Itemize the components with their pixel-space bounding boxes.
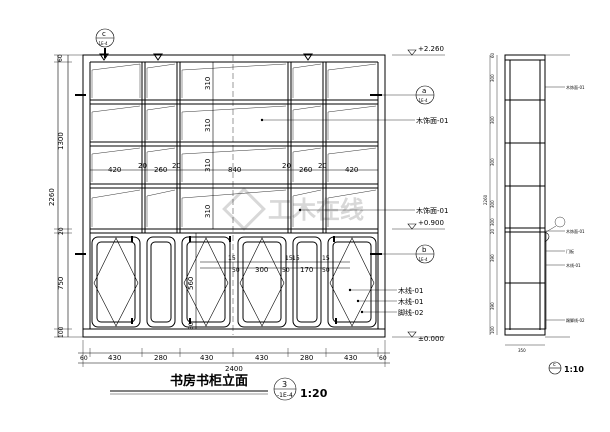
sec-label-2: 木饰面-01: [566, 228, 585, 234]
label-skirting: 脚线-02: [398, 308, 423, 317]
d-300: 300: [255, 266, 268, 274]
section-scale: 1:10: [564, 365, 584, 374]
w-430b: 430: [200, 354, 213, 362]
sec-label-4: 木线-01: [566, 262, 581, 268]
d-15b: 15: [285, 255, 293, 262]
markers-main: c -1E-4 a -1E-4 b -1E-4: [95, 28, 435, 264]
h-1300: 1300: [57, 132, 65, 150]
dim-text: 60 1300 20 750 100 2260 60 430 280 430 4…: [48, 54, 387, 373]
label-wood-1: 木饰面-01: [416, 116, 448, 125]
w-60a: 60: [80, 355, 88, 362]
d-50a: 50: [232, 267, 240, 274]
drawing-title: 书房书柜立面 3 -1E-4 1:20: [110, 373, 328, 401]
title-text: 书房书柜立面: [170, 373, 248, 389]
sec-h-300d: 300: [490, 200, 495, 208]
in-560: 560: [187, 277, 195, 290]
d-170: 170: [300, 266, 313, 274]
elevation-marks: +2.260 +0.900 ±0.000: [392, 45, 445, 343]
section-marker: c: [553, 362, 556, 368]
sec-h-300a: 300: [490, 74, 495, 82]
sec-h-390a: 390: [490, 254, 495, 262]
r-20c: 20: [282, 162, 291, 170]
leader-labels: 木饰面-01 木饰面-01 木线-01 木线-01 脚线-02: [260, 116, 448, 317]
sec-h-300b: 300: [490, 116, 495, 124]
d-50b: 50: [282, 267, 290, 274]
sec-h-20: 20: [490, 228, 495, 234]
w-430d: 430: [344, 354, 357, 362]
d-15d: 15: [322, 255, 330, 262]
marker-c: c: [102, 30, 106, 38]
w-430c: 430: [255, 354, 268, 362]
label-wood-2: 木饰面-01: [416, 206, 448, 215]
sec-h-60: 60: [490, 52, 495, 58]
r-420a: 420: [108, 166, 121, 174]
main-elevation: [75, 48, 386, 338]
sec-h-300c: 300: [490, 158, 495, 166]
sec-width: 350: [518, 348, 526, 353]
r-260a: 260: [154, 166, 167, 174]
marker-a: a: [422, 87, 426, 95]
w-280b: 280: [300, 354, 313, 362]
elev-floor: ±0.000: [418, 335, 444, 343]
label-line-2: 木线-01: [398, 297, 423, 306]
dimensions-main: [54, 54, 390, 367]
sec-h-100: 100: [490, 326, 495, 334]
sec-label-3: 门板: [566, 248, 574, 254]
watermark: 工木在线: [222, 187, 364, 231]
in-310d: 310: [204, 205, 212, 218]
title-scale: 1:20: [300, 387, 328, 400]
d-50c: 50: [322, 267, 330, 274]
drawing-sheet: -1E-4: [277, 392, 293, 399]
h-total: 2260: [48, 188, 56, 206]
marker-b-sub: -1E-4: [417, 257, 428, 262]
section-view: 60 300 300 300 300 300 20 390 390 100 22…: [483, 52, 585, 353]
h-60: 60: [57, 54, 64, 62]
marker-b: b: [422, 246, 427, 254]
sec-h-390b: 390: [490, 302, 495, 310]
marker-c-sub: -1E-4: [97, 41, 108, 46]
h-20: 20: [58, 227, 65, 235]
sec-total: 2260: [483, 194, 488, 205]
in-80: 80: [188, 322, 195, 330]
in-310c: 310: [204, 159, 212, 172]
w-total: 2400: [225, 365, 243, 373]
r-20b: 20: [172, 162, 181, 170]
sec-label-5: 踢脚线-02: [566, 317, 585, 323]
h-750: 750: [57, 277, 65, 290]
r-20a: 20: [138, 162, 147, 170]
label-line-1: 木线-01: [398, 286, 423, 295]
marker-a-sub: -1E-4: [417, 98, 428, 103]
r-20d: 20: [318, 162, 327, 170]
drawing-no: 3: [282, 380, 287, 389]
in-310b: 310: [204, 119, 212, 132]
elev-top: +2.260: [418, 45, 444, 53]
w-60b: 60: [379, 355, 387, 362]
r-260b: 260: [299, 166, 312, 174]
d-15a: 15: [228, 255, 236, 262]
h-100: 100: [58, 326, 65, 338]
section-title: c 1:10: [548, 361, 584, 375]
sec-h-300e: 300: [490, 218, 495, 226]
w-280a: 280: [154, 354, 167, 362]
r-840: 840: [228, 166, 241, 174]
sec-label-1: 木饰面-01: [566, 84, 585, 90]
r-420b: 420: [345, 166, 358, 174]
d-15c: 15: [292, 255, 300, 262]
elev-mid: +0.900: [418, 219, 444, 227]
in-310a: 310: [204, 77, 212, 90]
w-430a: 430: [108, 354, 121, 362]
